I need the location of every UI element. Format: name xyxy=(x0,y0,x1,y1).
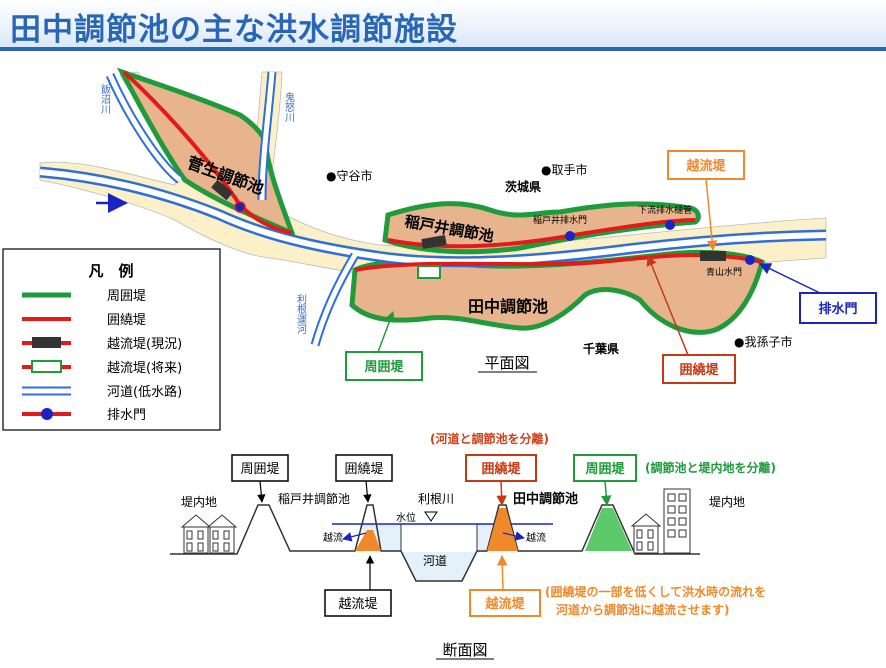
section-caption: 断面図 xyxy=(442,641,487,659)
house-right-small xyxy=(630,513,662,554)
gate-aoyama xyxy=(745,255,755,265)
legend-label-1: 囲繞堤 xyxy=(107,313,146,328)
arrow-inyotei-left xyxy=(363,480,372,503)
section-box-etsuryutei-bottom xyxy=(324,589,392,617)
plan-view: 飯沼川 鬼怒川 利根運河 ●守谷市 ●取手市 茨城県 千葉県 ●我孫子市 菅生調… xyxy=(39,67,877,384)
section-box-etsuryutei-orange xyxy=(469,589,541,617)
place-ibaraki: 茨城県 xyxy=(505,179,541,194)
inyotei-left-fill xyxy=(355,530,381,551)
legend-label-4: 河道(低水路) xyxy=(107,384,182,400)
label-teinaichi-right: 堤内地 xyxy=(709,495,745,509)
house-left-1 xyxy=(180,514,212,554)
water-level-marker xyxy=(424,511,438,522)
place-toride: ●取手市 xyxy=(541,162,587,177)
overflow-arrow-right xyxy=(502,531,525,541)
section-ground xyxy=(170,504,700,582)
callout-shuitei: 周囲堤 xyxy=(364,359,404,375)
section-box-inyotei-left xyxy=(335,454,393,482)
section-box-shuitei-right xyxy=(573,454,637,482)
title-bar: 田中調節池の主な洪水調節施設 xyxy=(0,0,886,51)
river-label-inuma: 飯沼川 xyxy=(99,83,111,114)
callout-inyotei: 囲繞堤 xyxy=(679,362,719,378)
legend-label-0: 周囲堤 xyxy=(107,289,146,304)
callout-haisuimon: 排水門 xyxy=(818,301,857,317)
gate-shimoryu xyxy=(665,220,675,230)
note-overflow-line1: (囲繞堤の一部を低くして洪水時の流れを xyxy=(545,584,766,599)
label-shimoryu-gate: 下流排水樋管 xyxy=(638,204,692,216)
arrow-inyotei-right xyxy=(496,480,507,507)
note-separate-inland: (調節池と堤内地を分離) xyxy=(645,460,776,475)
legend-symbol-white-box xyxy=(22,360,71,373)
building-right xyxy=(663,488,691,554)
label-teinaichi-left: 堤内地 xyxy=(181,495,217,509)
overflow-weir-sugao xyxy=(211,179,233,201)
callout-etsuryutei: 越流堤 xyxy=(685,158,726,174)
callout-shuitei-box xyxy=(345,351,423,381)
legend-symbol-blue-dot xyxy=(22,408,71,420)
overflow-weir-future xyxy=(417,265,441,279)
callout-haisuimon-arrow xyxy=(758,263,821,294)
label-water-level: 水位 xyxy=(396,511,416,524)
legend-label-2: 越流堤(現況) xyxy=(107,337,182,352)
place-moriya: ●守谷市 xyxy=(326,168,372,183)
section-label-etsuryutei-bottom: 越流堤 xyxy=(338,597,377,612)
callout-haisuimon-box xyxy=(799,292,877,324)
inatoi-pond xyxy=(382,201,701,255)
rivers xyxy=(39,71,827,347)
legend-label-5: 排水門 xyxy=(107,408,146,423)
arrow-etsuryutei-orange xyxy=(497,554,508,591)
label-overflow-right: 越流 xyxy=(526,531,546,544)
pond-label-tanaka: 田中調節池 xyxy=(468,297,548,316)
river-label-tone-canal: 利根運河 xyxy=(295,294,307,334)
legend: 凡 例 周囲堤 囲繞堤 越流堤(現況) 越流堤(将来) 河道(低水路) 排水門 xyxy=(2,248,221,431)
note-separate-river: (河道と調節池を分離) xyxy=(430,431,549,446)
house-left-2 xyxy=(206,514,238,554)
place-chiba: 千葉県 xyxy=(583,341,619,356)
label-tanaka-section: 田中調節池 xyxy=(513,491,578,507)
callout-shuitei-arrow xyxy=(377,311,395,353)
title-underline xyxy=(0,47,886,51)
arrow-shuitei-right xyxy=(600,480,612,507)
section-box-inyotei-right xyxy=(465,454,537,482)
legend-label-3: 越流堤(将来) xyxy=(107,361,182,376)
legend-symbol-black-box xyxy=(22,337,71,348)
label-inatoi-gate: 稲戸井排水門 xyxy=(533,214,587,226)
label-channel: 河道 xyxy=(423,554,447,568)
overflow-weir-tanaka xyxy=(700,251,726,261)
label-aoyama-gate: 青山水門 xyxy=(706,266,742,278)
callout-etsuryutei-arrow xyxy=(705,178,718,252)
label-overflow-left: 越流 xyxy=(323,531,343,544)
place-abiko: ●我孫子市 xyxy=(734,334,792,349)
section-water xyxy=(358,524,493,581)
plan-caption: 平面図 xyxy=(484,354,529,372)
shuitei-right-fill xyxy=(585,508,632,551)
section-label-inyotei-right: 囲繞堤 xyxy=(481,461,521,477)
note-overflow-line2: 河道から調節池に越流させます) xyxy=(555,602,730,617)
inyotei-right-fill xyxy=(487,508,518,551)
section-label-inyotei-left: 囲繞堤 xyxy=(344,462,383,477)
label-tone-river: 利根川 xyxy=(418,492,454,506)
overflow-weir-inatoi xyxy=(421,234,447,250)
section-label-etsuryutei-orange: 越流堤 xyxy=(484,596,525,612)
gate-inatoi xyxy=(565,231,575,241)
page-title: 田中調節池の主な洪水調節施設 xyxy=(10,12,458,48)
callout-inyotei-arrow xyxy=(646,255,689,356)
section-label-shuitei-left: 周囲堤 xyxy=(240,462,279,477)
section-label-shuitei-right: 周囲堤 xyxy=(585,461,625,477)
gate-sugao xyxy=(234,201,246,213)
callout-inyotei-box xyxy=(662,354,736,384)
arrow-shuitei-left xyxy=(257,480,266,503)
cross-section: 周囲堤 囲繞堤 囲繞堤 周囲堤 越流堤 越流堤 堤内地 堤内地 稲戸井調節池 利… xyxy=(170,431,776,660)
river-label-kinu: 鬼怒川 xyxy=(283,91,295,122)
legend-title: 凡 例 xyxy=(88,262,133,280)
callout-etsuryutei-box xyxy=(667,150,745,180)
overflow-arrow-left xyxy=(342,532,367,542)
label-inatoi-section: 稲戸井調節池 xyxy=(278,491,350,506)
